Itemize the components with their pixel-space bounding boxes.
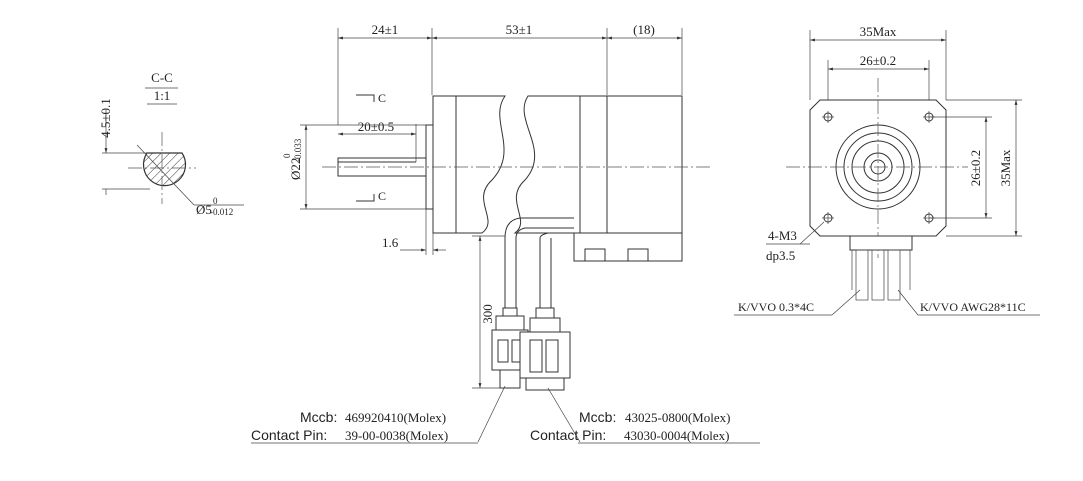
pin-right-label: Contact Pin: — [530, 427, 606, 443]
outer-height-dim: 35Max — [998, 149, 1013, 186]
section-mark-top: C — [378, 91, 386, 105]
rear-length-dim: (18) — [633, 22, 655, 37]
outer-width-dim: 35Max — [860, 24, 897, 39]
motor-body-rear — [513, 95, 683, 234]
hole-spacing-height-dim: 26±0.2 — [968, 150, 983, 186]
shaft-cross-section — [142, 152, 187, 187]
shaft-diameter: Ø5 — [196, 202, 212, 217]
flat-length-dim: 20±0.5 — [358, 119, 394, 134]
pin-left-label: Contact Pin: — [251, 427, 327, 443]
motor-body-front — [432, 95, 506, 234]
section-title: C-C — [151, 70, 173, 85]
section-mark-bottom: C — [378, 189, 386, 203]
connector-left — [491, 307, 529, 389]
thread-spec: 4-M3 — [768, 228, 797, 243]
thread-depth: dp3.5 — [766, 248, 795, 263]
mccb-left-value: 469920410(Molex) — [345, 410, 446, 425]
connector-right — [519, 307, 571, 391]
cable-b-spec: K/VVO AWG28*11C — [920, 300, 1026, 314]
flange-thickness-dim: 1.6 — [382, 235, 399, 250]
mccb-left-label: Mccb: — [300, 409, 337, 425]
boss-diameter-upper-tol: 0 — [282, 153, 292, 158]
lead-length-dim: 300 — [480, 304, 495, 324]
shaft-diameter-upper-tol: 0 — [213, 196, 218, 206]
boss-diameter-lower-tol: -0.033 — [293, 138, 303, 162]
shaft-diameter-lower-tol: -0.012 — [210, 207, 233, 217]
flat-dimension: 4.5±0.1 — [98, 98, 113, 138]
mccb-right-value: 43025-0800(Molex) — [625, 410, 730, 425]
front-view: 35Max 26±0.2 26±0.2 — [734, 24, 1040, 316]
boss-diameter-dim: Ø22 — [288, 158, 303, 180]
shaft-length-dim: 24±1 — [372, 22, 399, 37]
mccb-right-label: Mccb: — [579, 409, 616, 425]
connector-labels: Mccb: 469920410(Molex) Contact Pin: 39-0… — [251, 409, 760, 444]
pin-left-value: 39-00-0038(Molex) — [345, 428, 448, 443]
cable-a-spec: K/VVO 0.3*4C — [738, 300, 814, 314]
hole-spacing-width-dim: 26±0.2 — [860, 53, 896, 68]
pin-right-value: 43030-0004(Molex) — [624, 428, 729, 443]
body-length-dim: 53±1 — [506, 22, 533, 37]
side-view: 24±1 53±1 (18) C C 20±0.5 1.6 Ø22 0 -0.0… — [282, 22, 712, 443]
section-scale: 1:1 — [154, 88, 171, 103]
section-view: C-C 1:1 4.5±0.1 Ø5 0 -0.012 — [98, 70, 244, 217]
